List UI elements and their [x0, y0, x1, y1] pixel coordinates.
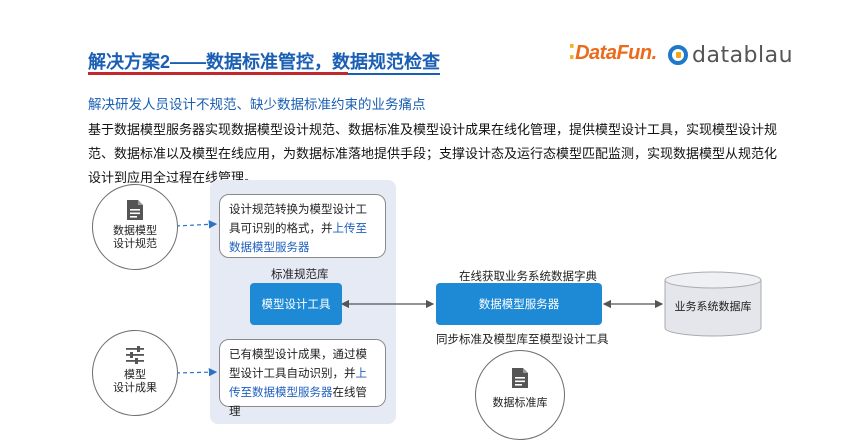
- datablau-logo-icon: [668, 45, 688, 65]
- circle-design-spec-line2: 设计规范: [113, 238, 157, 250]
- server-caption-top: 在线获取业务系统数据字典: [459, 271, 597, 283]
- note-spec-link-text: 上传至数据模型服务器: [229, 223, 367, 254]
- title-underline-red: [88, 72, 348, 75]
- business-db-label: 业务系统数据库: [674, 301, 752, 313]
- title-underline-blue: [348, 73, 440, 75]
- circle-model-output-line1: 模型: [124, 369, 146, 381]
- circle-data-standard-lib: 数据标准库: [475, 350, 565, 440]
- note-model-text-end: 在线管理: [229, 387, 367, 418]
- note-spec-conversion: 设计规范转换为模型设计工具可识别的格式，并上传至数据模型服务器: [219, 194, 386, 258]
- circle-model-output: 模型 设计成果: [92, 330, 178, 416]
- note-model-link-text: 上传至数据模型服务器: [229, 368, 367, 399]
- subtitle: 解决研发人员设计不规范、缺少数据标准约束的业务痛点: [88, 97, 426, 112]
- document-icon: [512, 368, 528, 388]
- arrow-model-to-note: [175, 367, 218, 377]
- sliders-icon: [126, 346, 144, 364]
- datafun-logo-text: DataFun.: [575, 42, 657, 64]
- note-model-upload: 已有模型设计成果，通过模型设计工具自动识别，并上传至数据模型服务器在线管理: [219, 339, 386, 418]
- standard-lib-label: 标准规范库: [271, 269, 329, 281]
- page-title: 解决方案2——数据标准管控，数据规范检查: [88, 52, 441, 72]
- arrow-spec-to-note: [175, 220, 218, 229]
- data-model-server-box: 数据模型服务器: [436, 283, 602, 325]
- note-model-text: 已有模型设计成果，通过模型设计工具自动识别，并: [229, 349, 367, 380]
- model-design-tool-box: 模型设计工具: [250, 283, 342, 325]
- description-paragraph: 基于数据模型服务器实现数据模型设计规范、数据标准及模型设计成果在线化管理，提供模…: [88, 122, 778, 185]
- circle-design-spec: 数据模型 设计规范: [92, 184, 178, 270]
- datablau-logo-text: datablau: [692, 42, 794, 68]
- circle-design-spec-line1: 数据模型: [113, 225, 157, 237]
- circle-data-standard-lib-label: 数据标准库: [492, 397, 548, 409]
- server-caption-bottom: 同步标准及模型库至模型设计工具: [436, 334, 609, 346]
- datablau-logo: datablau: [668, 41, 793, 69]
- document-icon: [127, 200, 143, 220]
- circle-model-output-line2: 设计成果: [113, 382, 157, 394]
- note-spec-text: 设计规范转换为模型设计工具可识别的格式，并: [229, 204, 367, 235]
- datafun-logo: ⁚DataFun.: [568, 42, 657, 64]
- business-db-cylinder: [664, 271, 762, 337]
